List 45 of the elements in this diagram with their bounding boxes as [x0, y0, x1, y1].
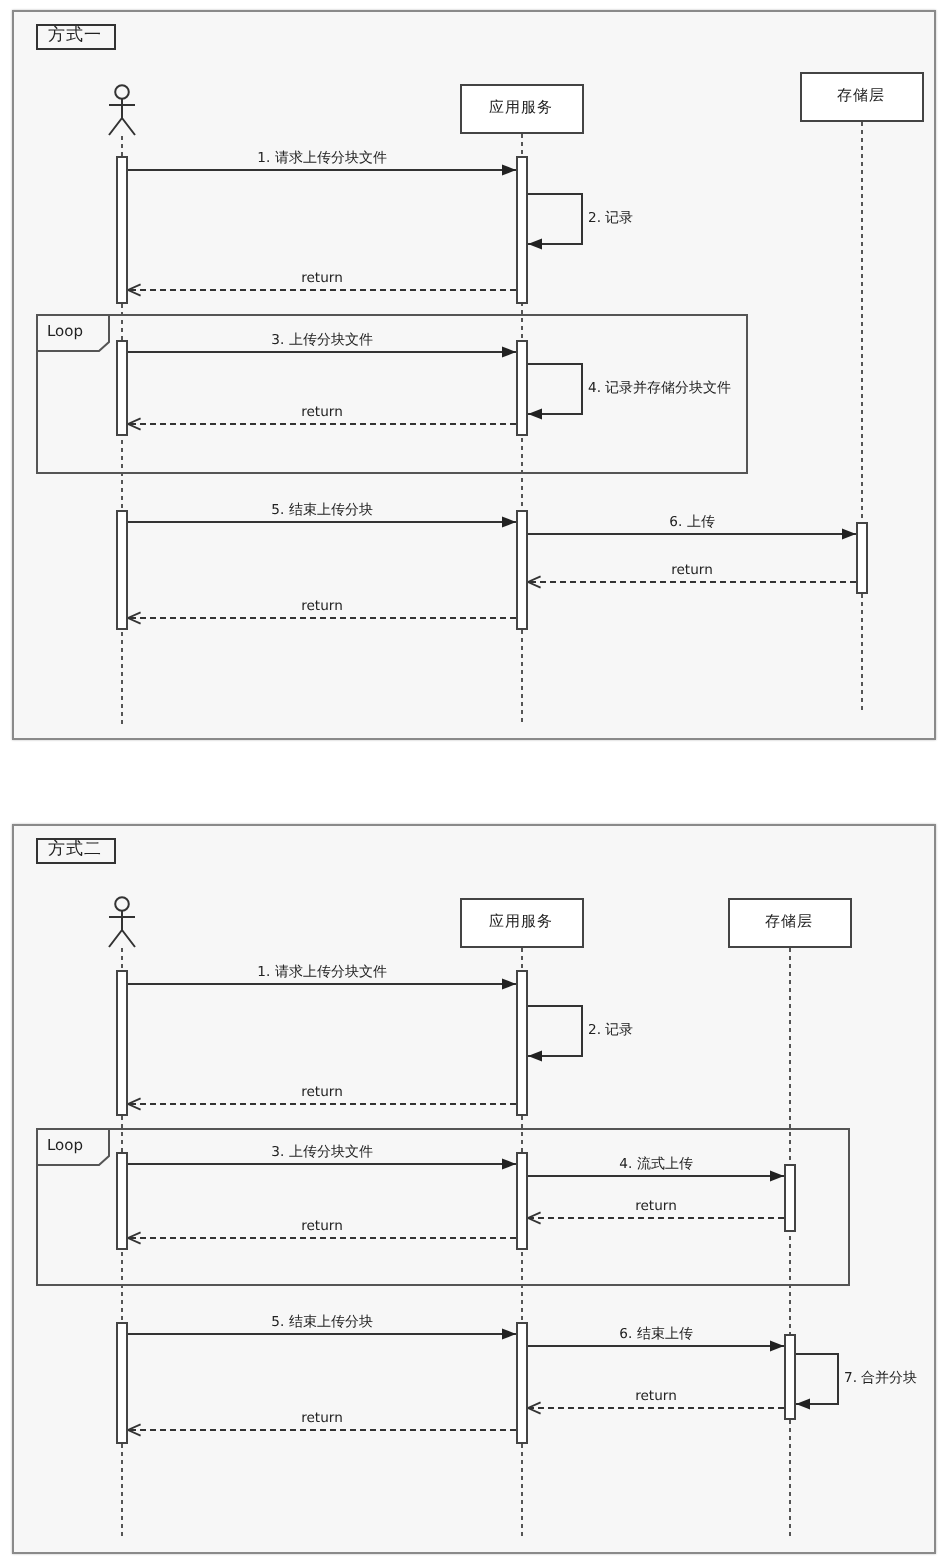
activation-bar: [515, 155, 527, 303]
return-arrow: [127, 417, 517, 431]
return-arrow: [527, 1211, 785, 1225]
message-arrow: [127, 978, 517, 990]
message-arrow: [127, 346, 517, 358]
activation-bar: [115, 509, 127, 629]
self-call-arrow: [795, 1353, 839, 1410]
activation-bar: [115, 339, 127, 435]
frame-title: 方式二: [35, 837, 115, 863]
activation-bar: [115, 969, 127, 1115]
activation-bar: [115, 1321, 127, 1443]
return-arrow: [127, 1097, 517, 1111]
self-call-arrow: [527, 363, 583, 420]
activation-bar: [515, 1321, 527, 1443]
activation-bar: [515, 339, 527, 435]
activation-bar: [855, 521, 867, 593]
return-arrow: [127, 1423, 517, 1437]
message-arrow: [127, 1328, 517, 1340]
message-arrow: [527, 528, 857, 540]
self-call-arrow: [527, 193, 583, 250]
diagram-frame: [12, 10, 936, 740]
activation-bar: [115, 155, 127, 303]
loop-frame: [35, 1127, 849, 1285]
return-arrow: [527, 575, 857, 589]
diagram-frame: [12, 824, 936, 1554]
return-arrow: [127, 283, 517, 297]
activation-bar: [515, 969, 527, 1115]
activation-bar: [783, 1333, 795, 1419]
frame-title: 方式一: [35, 23, 115, 49]
self-call-arrow: [527, 1005, 583, 1062]
message-arrow: [127, 1158, 517, 1170]
activation-bar: [115, 1151, 127, 1249]
message-arrow: [127, 516, 517, 528]
return-arrow: [127, 611, 517, 625]
return-arrow: [527, 1401, 785, 1415]
person-icon: [105, 895, 137, 947]
person-icon: [105, 83, 137, 135]
activation-bar: [783, 1163, 795, 1231]
activation-bar: [515, 1151, 527, 1249]
activation-bar: [515, 509, 527, 629]
message-arrow: [127, 164, 517, 176]
message-arrow: [527, 1340, 785, 1352]
return-arrow: [127, 1231, 517, 1245]
message-arrow: [527, 1170, 785, 1182]
loop-frame: [35, 313, 747, 473]
